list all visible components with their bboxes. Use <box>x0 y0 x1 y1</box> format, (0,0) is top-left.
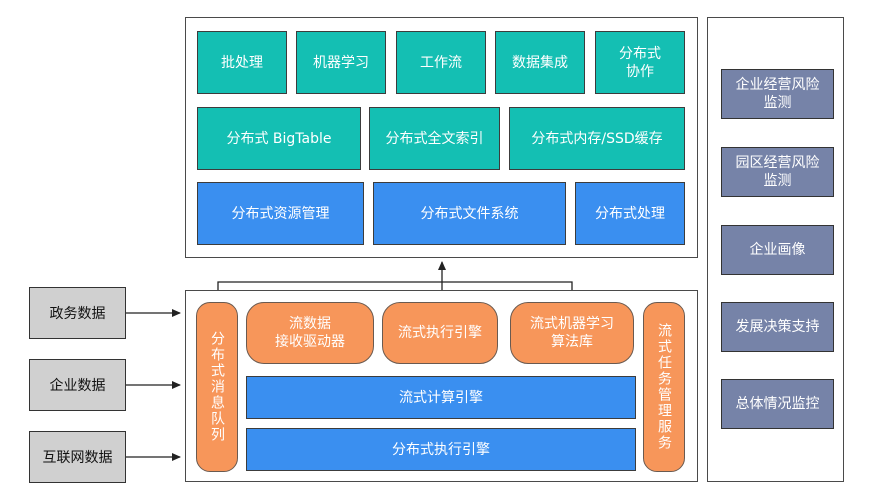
source-government: 政务数据 <box>29 287 126 339</box>
block-distributed-collab: 分布式 协作 <box>595 31 685 94</box>
block-workflow: 工作流 <box>396 31 486 94</box>
app-decision-support: 发展决策支持 <box>721 302 834 352</box>
block-bigtable: 分布式 BigTable <box>197 107 361 170</box>
block-file-system: 分布式文件系统 <box>373 182 566 245</box>
source-internet: 互联网数据 <box>29 431 126 483</box>
app-overall-monitor: 总体情况监控 <box>721 379 834 429</box>
block-batch: 批处理 <box>197 31 287 94</box>
block-dist-exec-engine: 分布式执行引擎 <box>246 428 636 471</box>
block-resource-mgmt: 分布式资源管理 <box>197 182 364 245</box>
block-memory-ssd-cache: 分布式内存/SSD缓存 <box>509 107 685 170</box>
app-enterprise-profile: 企业画像 <box>721 225 834 275</box>
block-message-queue: 分布式消息队列 <box>196 302 238 472</box>
block-machine-learning: 机器学习 <box>296 31 386 94</box>
block-fulltext-index: 分布式全文索引 <box>369 107 500 170</box>
block-task-mgmt-service: 流式任务管理服务 <box>643 302 685 472</box>
app-enterprise-risk: 企业经营风险 监测 <box>721 69 834 119</box>
block-stream-compute-engine: 流式计算引擎 <box>246 376 636 419</box>
block-stream-ml-lib: 流式机器学习 算法库 <box>510 302 634 364</box>
app-park-risk: 园区经营风险 监测 <box>721 147 834 197</box>
block-dist-processing: 分布式处理 <box>575 182 685 245</box>
block-stream-receive-driver: 流数据 接收驱动器 <box>246 302 374 364</box>
block-data-integration: 数据集成 <box>495 31 585 94</box>
source-enterprise: 企业数据 <box>29 359 126 411</box>
block-stream-exec-engine: 流式执行引擎 <box>382 302 498 364</box>
